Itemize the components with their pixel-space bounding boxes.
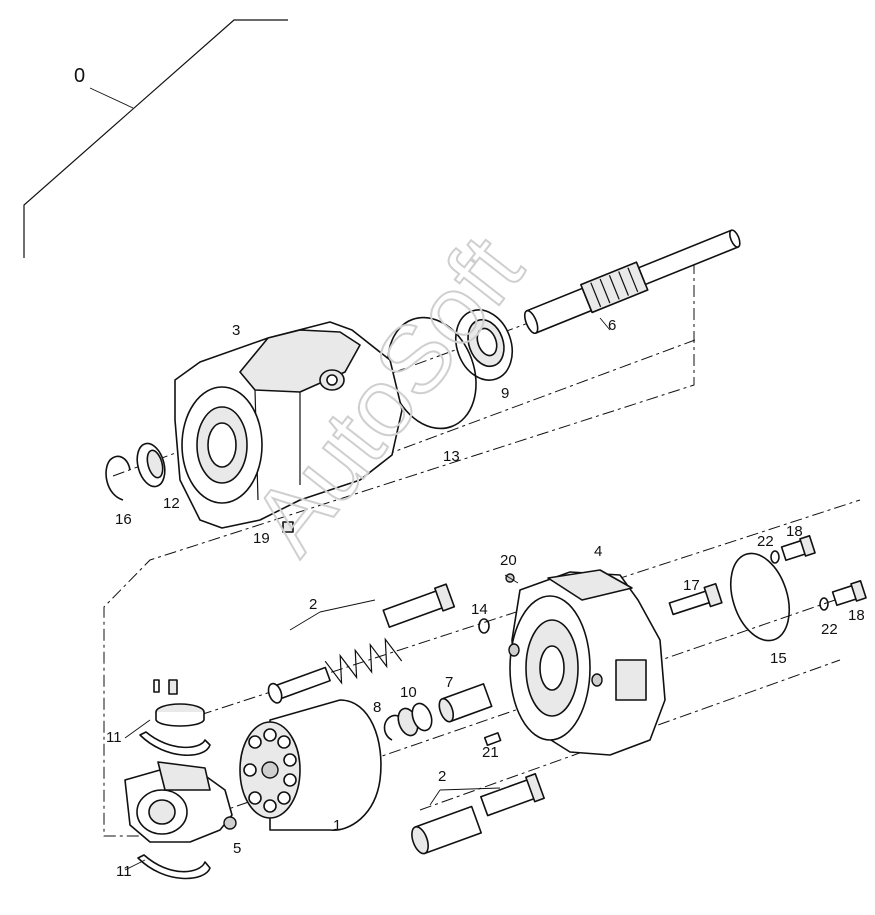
callout-20: 20 [500, 552, 517, 569]
plug-screw-lower [831, 580, 867, 607]
shaft-seal [136, 442, 166, 488]
circlip [105, 455, 131, 501]
cover-screw [668, 582, 723, 616]
needle-bearing [397, 702, 433, 737]
callout-22a: 22 [757, 533, 774, 550]
callout-9: 9 [501, 385, 509, 402]
bushing [438, 683, 493, 723]
control-piston-lower [411, 772, 545, 855]
callout-3: 3 [232, 322, 240, 339]
callout-6: 6 [608, 317, 616, 334]
callout-14: 14 [471, 601, 488, 618]
callout-15: 15 [770, 650, 787, 667]
seal-ring-small [478, 618, 490, 634]
ball-bearing [454, 309, 514, 381]
o-ring-cover [729, 552, 791, 642]
callout-1: 1 [333, 817, 341, 834]
callout-4: 4 [594, 543, 602, 560]
callout-22b: 22 [821, 621, 838, 638]
drive-shaft [523, 229, 741, 335]
bearing-shell-lower [137, 854, 211, 880]
callout-labels: 0 3 6 9 13 12 16 19 20 4 22 18 17 2 14 2… [74, 65, 865, 880]
callout-7: 7 [445, 674, 453, 691]
callout-13: 13 [443, 448, 460, 465]
plug-screw-upper [780, 535, 816, 562]
bearing-shell-upper [139, 731, 211, 756]
callout-16: 16 [115, 511, 132, 528]
callout-2a: 2 [309, 596, 317, 613]
callout-0: 0 [74, 65, 85, 87]
drain-plug [282, 521, 294, 533]
swashplate-upper-shell [153, 679, 205, 727]
control-piston-upper [267, 583, 456, 704]
callout-21: 21 [482, 744, 499, 761]
leader-lines [124, 317, 611, 871]
callout-17: 17 [683, 577, 700, 594]
callout-18a: 18 [786, 523, 803, 540]
cylinder-block [239, 699, 382, 831]
swashplate [124, 761, 237, 843]
callout-11a: 11 [106, 729, 122, 746]
seal-ring-upper [770, 550, 780, 564]
callout-18b: 18 [848, 607, 865, 624]
end-cover [508, 569, 666, 756]
seal-ring-lower [819, 597, 829, 611]
callout-2b: 2 [438, 768, 446, 785]
dowel-pin [483, 732, 502, 747]
callout-12: 12 [163, 495, 180, 512]
callout-19: 19 [253, 530, 270, 547]
callout-10: 10 [400, 684, 417, 701]
callout-5: 5 [233, 840, 241, 857]
assembly-bracket [23, 19, 288, 258]
callout-8: 8 [373, 699, 381, 716]
pump-housing [174, 321, 403, 529]
callout-11b: 11 [116, 863, 132, 880]
